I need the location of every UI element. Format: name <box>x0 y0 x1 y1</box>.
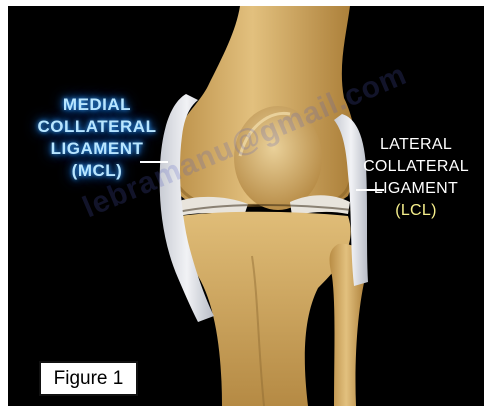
mcl-label: MEDIAL COLLATERAL LIGAMENT (MCL) <box>22 94 172 182</box>
lcl-label-line2: COLLATERAL <box>346 156 484 178</box>
lcl-label-line1: LATERAL <box>346 134 484 156</box>
lcl-label: LATERAL COLLATERAL LIGAMENT (LCL) <box>346 134 484 222</box>
illustration-panel: lebramanu@gmail.com MEDIAL COLLATERAL LI… <box>8 6 484 406</box>
mcl-label-line3: LIGAMENT <box>22 138 172 160</box>
mcl-label-abbr: (MCL) <box>22 160 172 182</box>
mcl-label-line1: MEDIAL <box>22 94 172 116</box>
figure-caption: Figure 1 <box>39 361 138 396</box>
lcl-label-abbr: (LCL) <box>346 200 484 222</box>
mcl-label-line2: COLLATERAL <box>22 116 172 138</box>
lcl-label-line3: LIGAMENT <box>346 178 484 200</box>
